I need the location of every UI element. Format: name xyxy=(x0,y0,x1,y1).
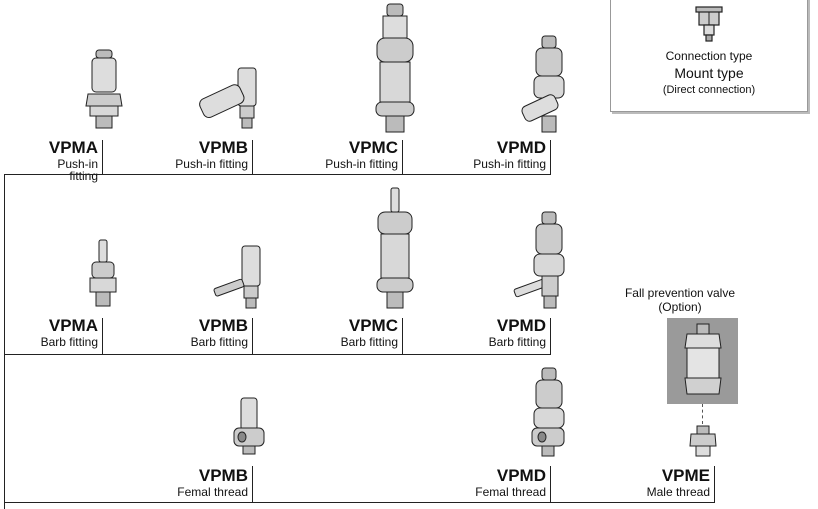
label-vpma-push-in: VPMA Push-in fitting xyxy=(48,138,98,183)
divider-r1-c xyxy=(402,140,403,174)
connector-r1 xyxy=(4,174,551,175)
mount-type-icon xyxy=(695,6,723,42)
legend-box: Connection type Mount type (Direct conne… xyxy=(610,0,808,112)
vpmd-barb-fitting-icon xyxy=(513,211,565,309)
divider-r2-a xyxy=(102,318,103,354)
label-vpma-barb: VPMA Barb fitting xyxy=(40,316,98,349)
divider-r1-a xyxy=(102,140,103,174)
vpme-male-thread-icon xyxy=(689,425,717,457)
vpmc-push-in-fitting-icon xyxy=(375,3,415,133)
dashed-connector xyxy=(702,404,703,424)
vpma-push-in-fitting-icon xyxy=(85,49,123,129)
legend-line-1: Connection type xyxy=(665,49,753,63)
label-vpmc-barb: VPMC Barb fitting xyxy=(340,316,398,349)
label-vpmc-push-in: VPMC Push-in fitting xyxy=(325,138,398,171)
divider-r3-b xyxy=(550,466,551,502)
label-vpmd-barb: VPMD Barb fitting xyxy=(488,316,546,349)
label-vpme-male-thread: VPME Male thread xyxy=(646,466,710,499)
label-vpmb-barb: VPMB Barb fitting xyxy=(190,316,248,349)
vpmb-push-in-fitting-icon xyxy=(199,67,257,129)
label-vpmb-femal-thread: VPMB Femal thread xyxy=(177,466,248,499)
divider-r2-d xyxy=(550,318,551,354)
option-line-1: Fall prevention valve xyxy=(624,286,736,300)
vpmd-femal-thread-icon xyxy=(531,367,565,457)
vpmd-push-in-fitting-icon xyxy=(521,35,565,133)
option-line-2: (Option) xyxy=(658,300,702,315)
divider-r1-b xyxy=(252,140,253,174)
label-vpmb-push-in: VPMB Push-in fitting xyxy=(175,138,248,171)
vpmc-barb-fitting-icon xyxy=(376,187,414,309)
label-vpmd-femal-thread: VPMD Femal thread xyxy=(475,466,546,499)
fall-prevention-valve-icon xyxy=(684,323,722,395)
connector-r3 xyxy=(4,502,715,503)
legend-line-3: (Direct connection) xyxy=(662,84,756,96)
connector-r2 xyxy=(4,354,551,355)
left-spine xyxy=(4,174,5,509)
vpma-barb-fitting-icon xyxy=(89,239,117,307)
divider-r1-d xyxy=(550,140,551,174)
legend-line-2: Mount type xyxy=(674,65,744,81)
vpmb-barb-fitting-icon xyxy=(213,245,261,309)
fall-prevention-valve-panel xyxy=(667,318,738,404)
label-vpmd-push-in: VPMD Push-in fitting xyxy=(473,138,546,171)
divider-r2-b xyxy=(252,318,253,354)
divider-r2-c xyxy=(402,318,403,354)
divider-r3-c xyxy=(714,466,715,502)
divider-r3-a xyxy=(252,466,253,502)
option-caption: Fall prevention valve (Option) xyxy=(620,286,740,315)
vpmb-femal-thread-icon xyxy=(233,397,265,455)
